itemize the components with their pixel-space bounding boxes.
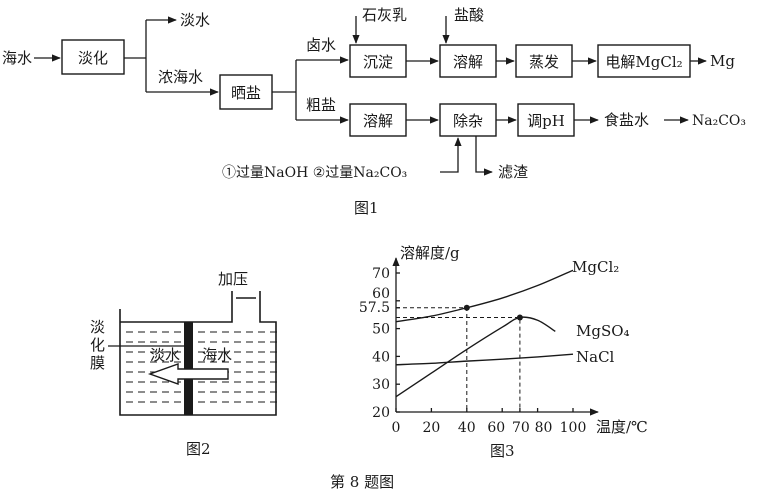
x-tick-label: 80	[535, 420, 553, 436]
marked-point	[463, 304, 470, 311]
adjust-ph-box	[517, 103, 575, 137]
x-tick-label: 70	[512, 420, 530, 436]
tank-outline	[119, 291, 277, 416]
water-fill	[126, 331, 277, 403]
remove-impurities-label: 除杂	[453, 112, 483, 130]
fresh-water-label: 淡水	[180, 11, 210, 29]
series-line-2	[395, 316, 556, 398]
figure-2-caption: 图2	[186, 440, 211, 458]
fresh-water-side-label: 淡水	[150, 346, 180, 364]
y-tick-label: 30	[372, 377, 390, 393]
arrow-reagents-in	[440, 137, 462, 173]
y-tick-label: 40	[372, 349, 390, 365]
y-tick-label: 20	[372, 405, 390, 421]
precipitate-box	[349, 44, 407, 78]
marked-point	[516, 314, 523, 321]
seawater-label: 海水	[2, 49, 32, 67]
filter-residue-label: 滤渣	[498, 163, 528, 181]
lime-milk-label: 石灰乳	[362, 6, 407, 24]
desalinate-box	[61, 39, 125, 75]
footer-caption: 第 8 题图	[330, 473, 394, 489]
figure-2-membrane-apparatus: 加压 淡 化 膜 淡水 海水 图2	[90, 270, 277, 458]
concentrated-seawater-label: 浓海水	[158, 68, 203, 86]
precipitate-label: 沉淀	[363, 53, 393, 71]
dissolve-bottom-box	[349, 103, 407, 137]
x-tick-label: 100	[560, 420, 587, 436]
hydrochloric-acid-label: 盐酸	[454, 6, 484, 24]
reagents-label: ①过量NaOH ②过量Na₂CO₃	[222, 165, 407, 181]
figure-3-caption: 图3	[490, 442, 515, 460]
series-line-1	[395, 269, 574, 323]
remove-impurities-box	[439, 103, 497, 137]
dissolve-top-box	[439, 44, 497, 78]
sun-salt-label: 晒盐	[231, 84, 261, 102]
series-line-3	[395, 353, 574, 366]
evaporate-label: 蒸发	[529, 53, 559, 71]
y-tick-label: 60	[372, 286, 390, 302]
x-tick-label: 20	[422, 420, 440, 436]
x-axis-label: 温度/℃	[596, 418, 648, 436]
desalinate-label: 淡化	[78, 49, 108, 67]
series-label-2: MgSO₄	[576, 322, 630, 340]
arrow-filter-residue-out	[475, 136, 493, 176]
membrane-label-char-1: 淡	[90, 318, 105, 336]
tank-top-left	[120, 291, 233, 323]
seawater-side-label: 海水	[202, 346, 232, 364]
crude-salt-label: 粗盐	[306, 96, 336, 114]
electrolysis-box	[597, 44, 691, 78]
series-label-1: MgCl₂	[572, 258, 619, 276]
guide-line	[396, 307, 468, 412]
figure-1-caption: 图1	[354, 199, 379, 217]
y-tick-label: 57.5	[359, 300, 390, 316]
y-axis-label: 溶解度/g	[400, 244, 460, 262]
na2co3-product-label: Na₂CO₃	[692, 113, 746, 129]
x-tick-label: 60	[487, 420, 505, 436]
pressure-label: 加压	[218, 270, 248, 288]
brine-salt-label: 食盐水	[604, 111, 649, 129]
water-flow-arrow	[147, 363, 229, 385]
membrane-label-char-3: 膜	[90, 354, 105, 372]
series-label-3: NaCl	[576, 348, 615, 366]
dissolve-top-label: 溶解	[453, 53, 483, 71]
x-tick-label: 0	[392, 420, 401, 436]
dissolve-bottom-label: 溶解	[363, 112, 393, 130]
y-tick-label: 70	[372, 266, 390, 282]
x-tick-label: 40	[458, 420, 476, 436]
membrane-label-char-2: 化	[90, 336, 105, 354]
adjust-ph-label: 调pH	[527, 112, 565, 130]
magnesium-label: Mg	[710, 52, 735, 70]
evaporate-box	[515, 44, 573, 78]
y-tick-label: 50	[372, 322, 390, 338]
figure-1-flowchart: 海水 淡化 淡水 浓海水 晒盐 卤水 粗盐 石灰乳 沉淀 盐酸 溶解 蒸发	[2, 6, 746, 217]
brine-label: 卤水	[306, 36, 336, 54]
electrolysis-label: 电解MgCl₂	[605, 53, 682, 71]
